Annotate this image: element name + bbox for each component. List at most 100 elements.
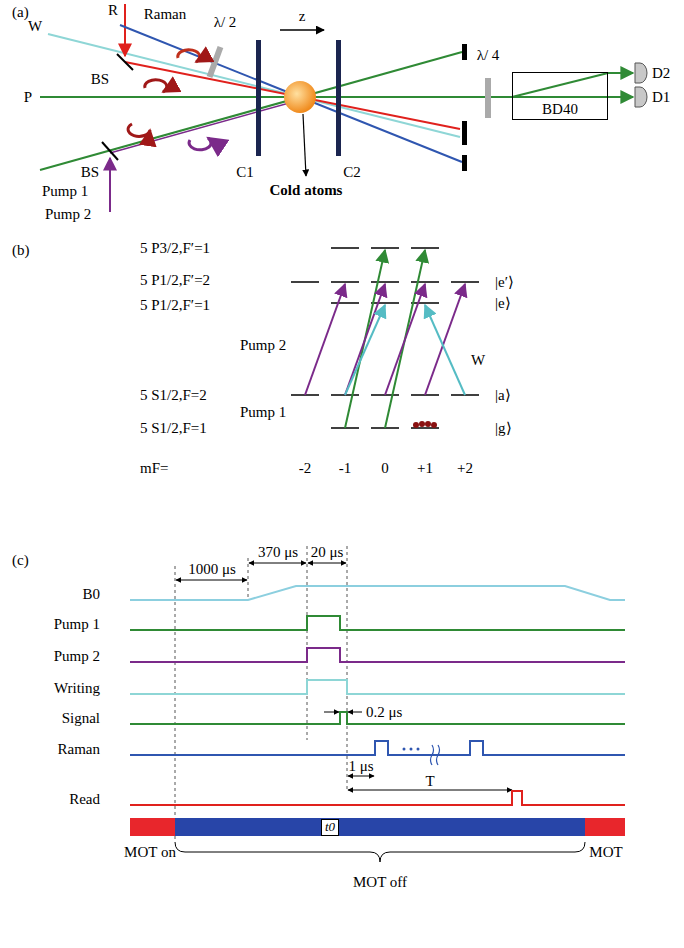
text-label: B0 (82, 586, 100, 602)
energy-level (331, 302, 359, 304)
transition-arrow (305, 250, 465, 428)
duration-arrow (348, 790, 512, 791)
quarter-wave-plate (485, 78, 491, 118)
energy-level (411, 247, 439, 249)
timing-trace (130, 680, 625, 694)
text-label: 5 P1/2,F′=2 (140, 272, 210, 288)
text-label: Pump 1 (240, 404, 286, 420)
text-label: Raman (144, 6, 187, 22)
mot-bar (130, 818, 625, 836)
energy-level (371, 281, 399, 283)
laser-beams (40, 52, 462, 170)
laser-beams (110, 100, 300, 153)
timing-marker (175, 566, 176, 842)
text-label: |e′⟩ (495, 274, 514, 290)
text-label: +1 (417, 460, 433, 476)
transition-arrow (385, 284, 425, 395)
text-label: λ/ 2 (214, 14, 237, 30)
transition-arrow (385, 250, 425, 428)
text-label: 5 P1/2,F′=1 (140, 297, 210, 313)
timing-trace (130, 791, 625, 805)
node-text: D2 (652, 65, 670, 81)
detector: D1 (634, 86, 670, 108)
text-label: λ/ 4 (477, 47, 500, 63)
polarization-arrow (128, 50, 211, 150)
text-label: MOT on (124, 844, 176, 860)
cavity-mirror (256, 40, 341, 156)
text-label: W (28, 18, 42, 34)
ellipsis-dots (417, 748, 420, 751)
text-label: mF= (140, 460, 168, 476)
transition-arrow (345, 284, 385, 395)
mot-bar (585, 818, 625, 836)
text-label: (c) (12, 552, 29, 568)
pulse-width-arrow (348, 712, 362, 713)
transition-arrow (305, 284, 345, 395)
time-break (431, 745, 434, 765)
detector-symbol (635, 87, 647, 107)
ellipsis-dots (403, 748, 406, 751)
polarization-arrow (189, 138, 211, 150)
text-label: 5 S1/2,F=2 (140, 387, 207, 403)
light-ray (608, 96, 633, 98)
node-text: D1 (652, 89, 670, 105)
polarization-arrow (128, 124, 150, 136)
text-label: 0 (381, 460, 389, 476)
time-break (437, 745, 440, 765)
ellipsis-dots (410, 748, 413, 751)
transition-arrow (345, 250, 385, 428)
duration-arrow (308, 563, 346, 564)
text-label: |e⟩ (495, 295, 511, 311)
atom-population (431, 422, 437, 428)
atom-population (425, 421, 431, 427)
duration-arrow (348, 776, 374, 777)
laser-beams (124, 4, 126, 56)
text-label: Raman (58, 741, 101, 757)
beam-block (462, 121, 467, 145)
detector-symbol (634, 62, 648, 84)
polarization-arrow (145, 80, 167, 92)
laser-beams (48, 34, 460, 137)
atom-population (419, 421, 425, 427)
detector: D2 (634, 62, 670, 84)
text-label: P (24, 89, 32, 105)
text-label: MOT off (353, 874, 407, 890)
text-label: R (108, 2, 118, 18)
timing-trace (130, 741, 625, 755)
detector-symbol (635, 63, 647, 83)
text-label: +2 (457, 460, 473, 476)
text-label: C2 (343, 164, 361, 180)
energy-level (331, 281, 359, 283)
text-label: 370 μs (258, 544, 298, 560)
duration-arrow (249, 563, 306, 564)
text-label: 1000 μs (188, 561, 236, 577)
energy-level (411, 281, 439, 283)
polarization-arrow (178, 50, 200, 62)
cold-atoms (284, 81, 316, 113)
beam-displacer: BD40 (512, 72, 608, 120)
text-label: (b) (12, 242, 30, 258)
energy-level (451, 281, 479, 283)
mot-bar (130, 818, 175, 836)
text-label: (a) (12, 4, 29, 20)
timing-trace (130, 648, 625, 662)
timing-trace (130, 586, 625, 805)
text-label: BS (91, 71, 109, 87)
brace (175, 842, 585, 862)
half-wave-plate (207, 46, 224, 78)
text-label: -2 (299, 460, 312, 476)
axis-arrow (280, 29, 324, 31)
text-label: |a⟩ (495, 387, 511, 403)
beam-block (462, 44, 467, 60)
laser-beams (109, 158, 111, 212)
timing-trace (130, 586, 625, 600)
timing-marker (307, 546, 308, 740)
laser-beams (40, 96, 512, 98)
energy-level (371, 247, 399, 249)
duration-arrow (176, 580, 247, 581)
beam-splitter (102, 54, 133, 160)
leader-line (303, 114, 306, 176)
text-label: Read (69, 791, 100, 807)
node-text: BD40 (542, 101, 578, 117)
text-label: 5 S1/2,F=1 (140, 420, 207, 436)
